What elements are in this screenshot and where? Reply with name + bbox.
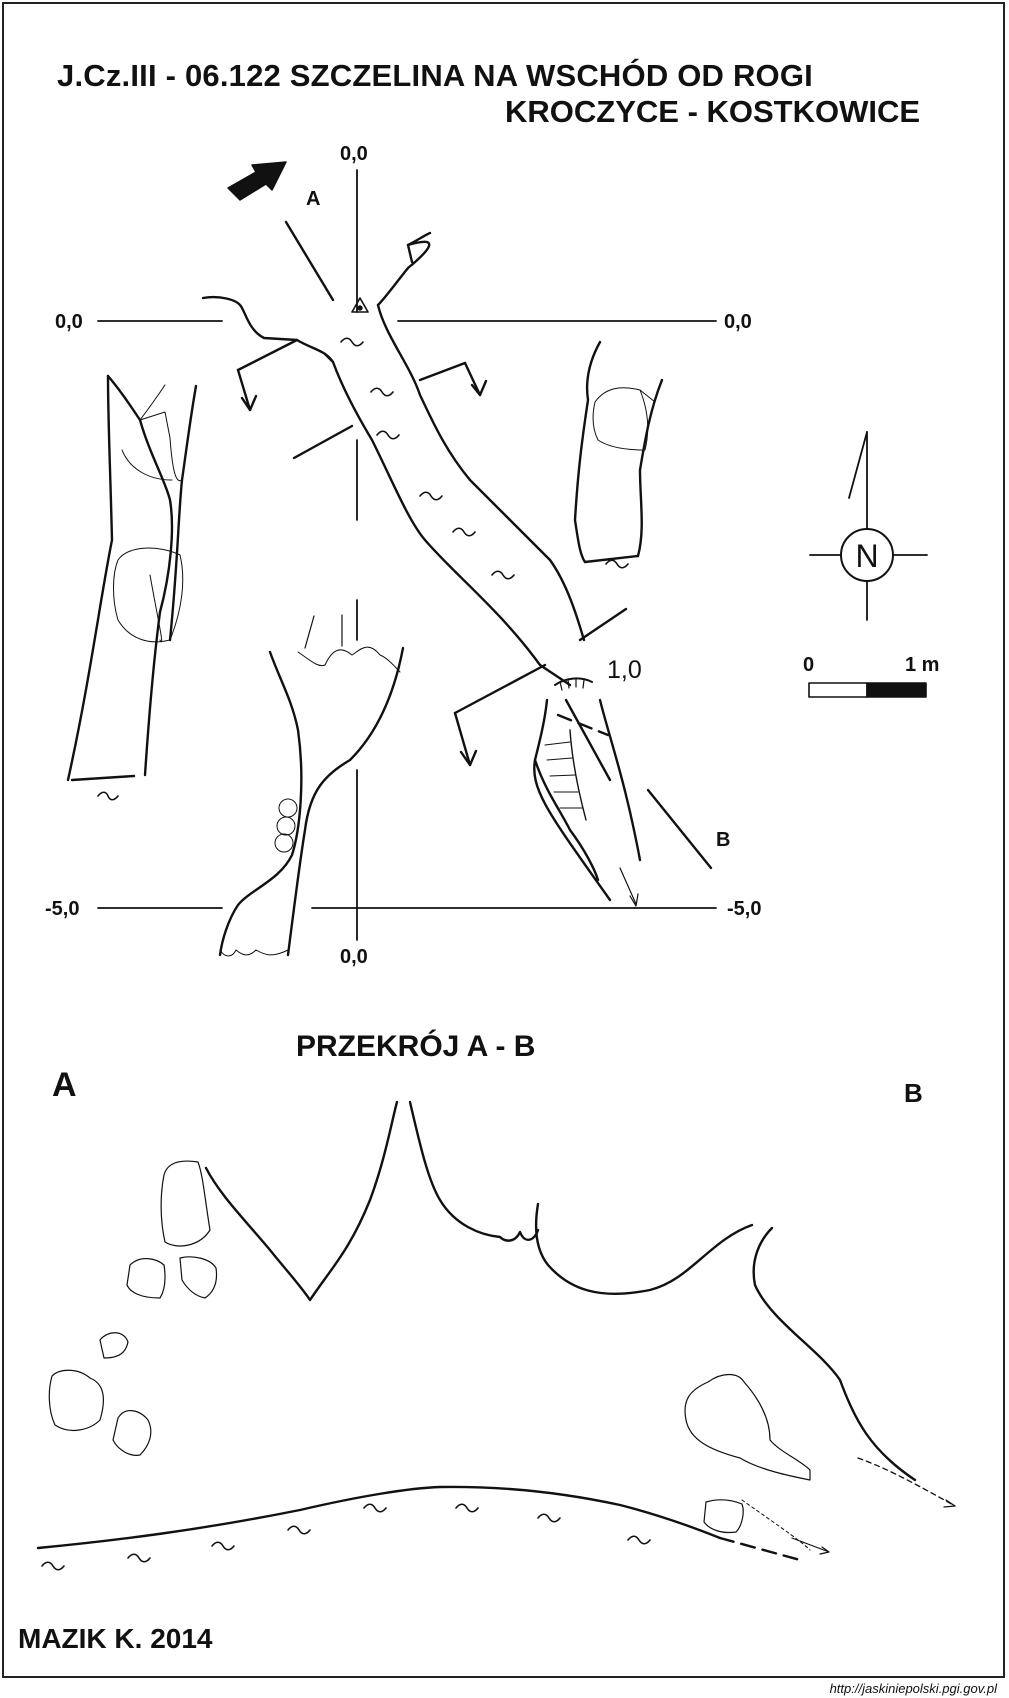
scale-zero-label: 0	[803, 654, 815, 676]
section-label-a: A	[52, 1066, 77, 1104]
grid-label-bottom-right: -5,0	[727, 898, 762, 920]
profile-boulders	[48, 1160, 811, 1534]
section-end-label: B	[716, 829, 731, 851]
grid-label-top: 0,0	[340, 143, 368, 165]
cave-plan-outline	[201, 231, 642, 902]
profile-sediment-marks	[41, 1503, 651, 1571]
north-letter: N	[855, 538, 878, 574]
scale-bar	[808, 682, 927, 698]
survey-station-icon	[351, 297, 369, 313]
cross-section-markers	[236, 338, 628, 767]
pit-edge	[554, 677, 593, 686]
entrance-arrow-icon	[227, 161, 287, 201]
grid-label-right: 0,0	[724, 311, 752, 333]
section-label-b: B	[904, 1078, 923, 1108]
section-title: PRZEKRÓJ A - B	[296, 1030, 536, 1063]
source-url: http://jaskiniepolski.pgi.gov.pl	[829, 1681, 997, 1696]
grid-label-bottom: 0,0	[340, 946, 368, 968]
cross-section-right	[573, 340, 664, 564]
plan-sediment-marks	[340, 337, 515, 580]
cross-section-left	[66, 374, 198, 782]
cave-location: KROCZYCE - KOSTKOWICE	[505, 94, 921, 129]
profile-ceiling	[204, 1100, 917, 1482]
profile-floor	[36, 1485, 722, 1550]
height-value: 1,0	[607, 656, 642, 684]
section-start-label: A	[306, 188, 321, 210]
author-credit: MAZIK K. 2014	[18, 1623, 213, 1654]
north-arrow-icon	[809, 431, 928, 621]
scale-end-label: 1 m	[905, 654, 940, 676]
grid-label-bottom-left: -5,0	[45, 898, 80, 920]
section-line-ab	[284, 220, 335, 302]
cave-title: J.Cz.III - 06.122 SZCZELINA NA WSCHÓD OD…	[57, 58, 813, 93]
grid-label-left: 0,0	[55, 311, 83, 333]
plan-grid	[97, 169, 717, 941]
cross-section-bottom	[218, 614, 405, 957]
